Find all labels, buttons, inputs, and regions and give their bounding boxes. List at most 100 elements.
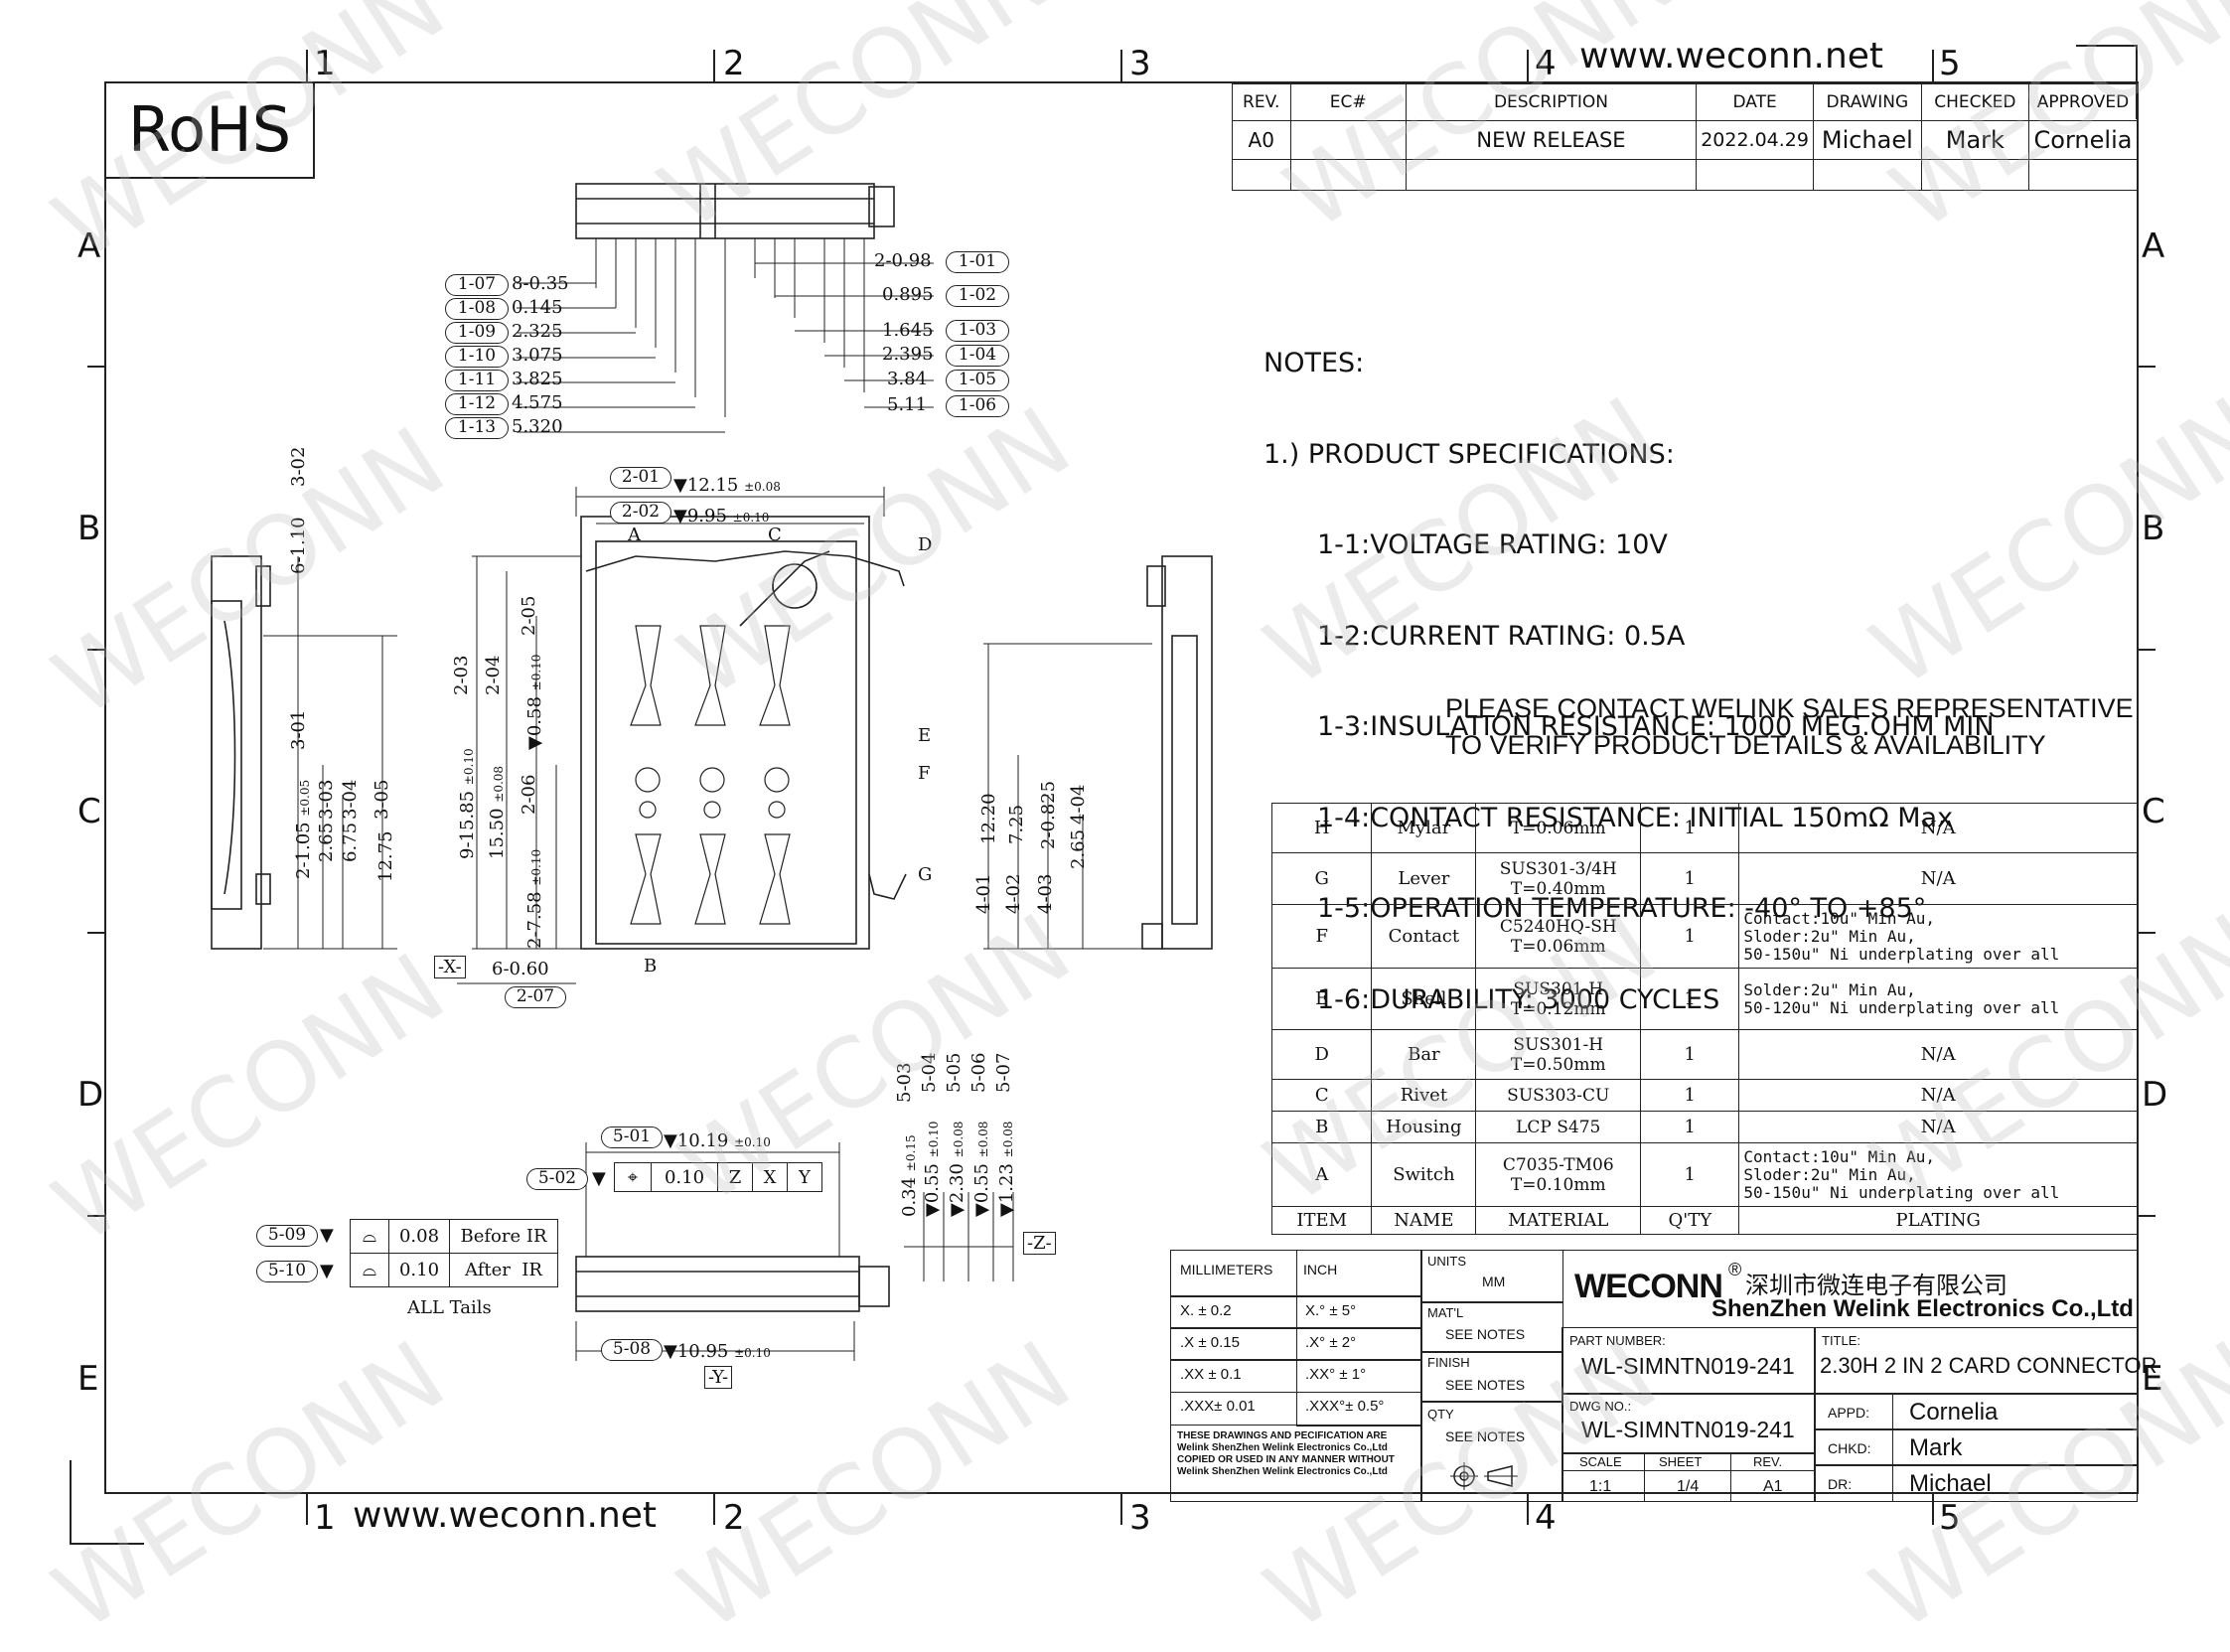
corner-mark: [70, 1460, 72, 1545]
notes-heading: 1.) PRODUCT SPECIFICATIONS:: [1264, 438, 1675, 470]
dim-tag-vertical: 5-03: [894, 1062, 915, 1103]
contact-line-1: PLEASE CONTACT WELINK SALES REPRESENTATI…: [1445, 693, 2134, 723]
grid-row-e-left: E: [77, 1359, 99, 1399]
dr-label: DR:: [1828, 1476, 1853, 1492]
flatness-arrow-icon: ▼: [320, 1225, 334, 1246]
dim-value: 2.325: [512, 321, 563, 342]
bom-material: SUS301-3/4H T=0.40mm: [1475, 852, 1642, 905]
dim-value-vertical: 2.65: [1068, 828, 1089, 869]
grid-row-a-right: A: [2142, 226, 2165, 266]
dim-tag: 1-06: [946, 395, 1009, 417]
company-name-en: ShenZhen Welink Electronics Co.,Ltd: [1711, 1295, 2134, 1322]
title-cell: [1814, 1327, 2138, 1395]
notes-title: NOTES:: [1264, 348, 1365, 378]
grid-col-4-top: 4: [1535, 44, 1557, 83]
bom-qty: 1: [1640, 803, 1740, 853]
bom-item: H: [1270, 803, 1373, 853]
dim-tag-vertical: 3-01: [288, 709, 309, 750]
dim-tag-vertical: 5-05: [944, 1052, 965, 1093]
bom-name: Rivet: [1371, 1079, 1477, 1112]
dim-value-vertical: 9-15.85 ±0.10: [457, 748, 478, 859]
qty-label: QTY: [1427, 1407, 1454, 1422]
bom-name: Shell: [1371, 968, 1477, 1030]
note-item: 1-2:CURRENT RATING: 0.5A: [1317, 620, 1686, 652]
chkd-value: Mark: [1909, 1434, 1963, 1461]
contact-line-2: TO VERIFY PRODUCT DETAILS & AVAILABILITY: [1445, 730, 2046, 760]
callout-d: D: [918, 534, 933, 555]
bom-plating: N/A: [1738, 1079, 2138, 1112]
technical-drawing: [211, 183, 1213, 1361]
flatness-note: After IR: [449, 1253, 558, 1287]
grid-row-b-right: B: [2142, 509, 2165, 548]
flatness-frame: ⌓ 0.08 Before IR ⌓ 0.10 After IR: [350, 1219, 558, 1287]
dim-tag: 1-08: [445, 298, 509, 320]
dim-value: 3.84: [887, 369, 928, 389]
grid-row-e-right: E: [2142, 1359, 2163, 1399]
part-number-cell: [1561, 1327, 1816, 1395]
gdt-tolerance: 0.10: [651, 1162, 718, 1192]
grid-tick: [2139, 1215, 2156, 1217]
dim-tag: 1-11: [445, 370, 509, 391]
dim-tag: 5-09: [256, 1225, 318, 1247]
flatness-value: 0.08: [388, 1219, 450, 1254]
website-url-bottom: www.weconn.net: [353, 1495, 658, 1536]
description-value: NEW RELEASE: [1405, 120, 1698, 161]
note-item: 1-1:VOLTAGE RATING: 10V: [1317, 529, 1668, 560]
grid-tick: [1527, 1493, 1529, 1525]
bom-header: ITEM: [1270, 1206, 1373, 1235]
bom-item: C: [1270, 1079, 1373, 1112]
dim-tag: 1-03: [946, 320, 1009, 342]
dim-value: 2-0.98: [874, 250, 932, 271]
profile-symbol-icon: ⌓: [350, 1219, 389, 1254]
scale-value: 1:1: [1589, 1478, 1612, 1495]
tolerance-inch: .XX° ± 1°: [1305, 1366, 1367, 1383]
tolerance-inch-header: INCH: [1303, 1262, 1338, 1277]
title-value: 2.30H 2 IN 2 CARD CONNECTOR: [1820, 1353, 2157, 1378]
scale-label: SCALE: [1579, 1454, 1622, 1469]
bom-material: LCP S475: [1475, 1111, 1642, 1143]
dim-tag-vertical: 4-04: [1068, 784, 1089, 825]
gdt-datum: X: [752, 1162, 788, 1192]
grid-col-3-top: 3: [1129, 44, 1151, 83]
tolerance-mm-header: MILLIMETERS: [1180, 1262, 1273, 1277]
bom-item: D: [1270, 1029, 1373, 1080]
projection-symbol-icon: [1450, 1462, 1518, 1490]
bom-material: SUS301-H T=0.12mm: [1475, 968, 1642, 1030]
dim-tag: 5-01: [601, 1126, 663, 1148]
main-view-outline: [580, 516, 870, 950]
dim-tag: 1-02: [946, 285, 1009, 307]
registered-mark-icon: ®: [1728, 1260, 1742, 1279]
tolerance-inch: .X° ± 2°: [1305, 1334, 1357, 1351]
gdt-arrow-icon: ▼: [592, 1168, 606, 1189]
units-cell: [1420, 1250, 1563, 1303]
bom-qty: 1: [1640, 904, 1740, 969]
dim-value: 0.895: [882, 284, 934, 305]
grid-tick: [87, 649, 104, 651]
checked-header: CHECKED: [1920, 82, 2030, 122]
dim-value: 3.825: [512, 369, 563, 389]
dim-value: 4.575: [512, 392, 563, 413]
bom-material: T=0.06mm: [1475, 803, 1642, 853]
bom-header: Q'TY: [1640, 1206, 1740, 1235]
grid-col-1-bottom: 1: [314, 1498, 336, 1538]
tolerance-mm: .XXX± 0.01: [1180, 1398, 1256, 1415]
grid-tick: [1932, 1493, 1934, 1525]
dim-value-vertical: ▼0.55 ±0.08: [971, 1121, 992, 1217]
dim-tag-vertical: 4-01: [973, 873, 994, 914]
tolerance-mm: .XX ± 0.1: [1180, 1366, 1242, 1383]
dim-value-vertical: ▼0.55 ±0.10: [922, 1121, 943, 1217]
callout-a: A: [628, 525, 641, 545]
gdt-frame: ⌖ 0.10 Z X Y: [614, 1162, 822, 1192]
bom-plating: Contact:10u" Min Au, Sloder:2u" Min Au, …: [1738, 904, 2138, 969]
qty-value: SEE NOTES: [1445, 1428, 1526, 1444]
dim-value: 5.320: [512, 416, 563, 437]
units-label: UNITS: [1427, 1254, 1466, 1269]
bom-material: C7035-TM06 T=0.10mm: [1475, 1142, 1642, 1207]
profile-symbol-icon: ⌓: [350, 1253, 389, 1287]
date-value: 2022.04.29: [1696, 120, 1814, 161]
approval-label-col: [1814, 1393, 1893, 1502]
dim-value-vertical: 12.20: [978, 793, 999, 844]
bom-plating: Contact:10u" Min Au, Sloder:2u" Min Au, …: [1738, 1142, 2138, 1207]
